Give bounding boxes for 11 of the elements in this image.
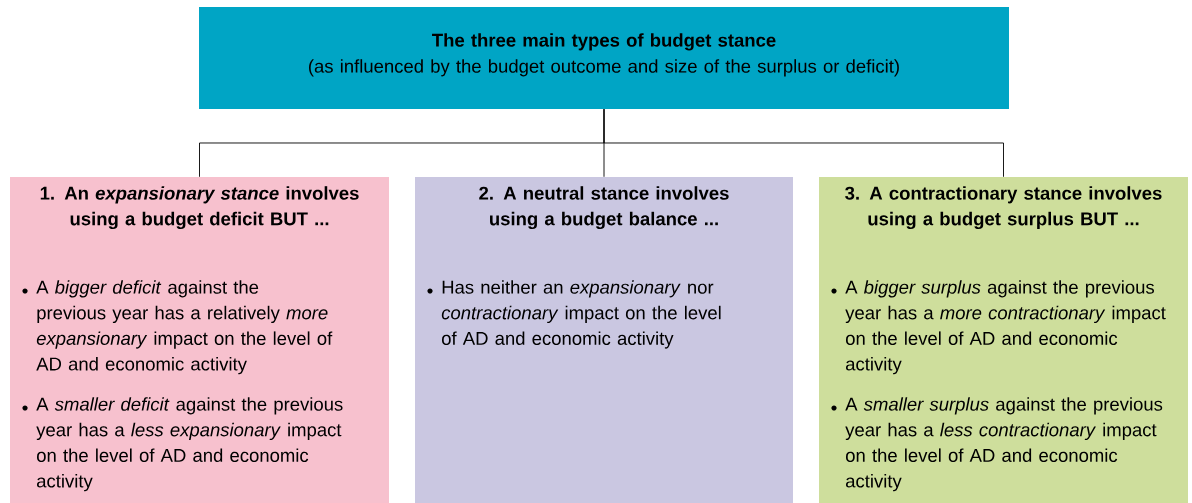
heading: 2. A neutral stance involves using a budget balance ... — [479, 186, 729, 230]
bullet-text: A bigger deficit against the previous year has a relatively more expansionary impact on the level of AD and economic activity — [36, 280, 333, 375]
bullet-text: A bigger surplus against the previous year has a more contractionary impact on the level of AD and economic activity — [845, 280, 1166, 375]
subtitle: (as influenced by the budget outcome and size of the surplus or deficit) — [309, 59, 899, 77]
heading: 3. A contractionary stance involves using a budget surplus BUT ... — [845, 186, 1162, 230]
title: The three main types of budget stance — [432, 33, 776, 51]
bullet-text: Has neither an expansionary nor contractionary impact on the level of AD and economic activity — [441, 280, 721, 349]
heading: 1. An expansionary stance involves using a budget deficit BUT ... — [40, 186, 359, 230]
bullet-text: A smaller deficit against the previous year has a less expansionary impact on the level of AD and economic activity — [36, 397, 343, 492]
bullet-text: A smaller surplus against the previous year has a less contractionary impact on the level of AD and economic activity — [845, 397, 1163, 492]
connector-line — [603, 108, 1004, 178]
